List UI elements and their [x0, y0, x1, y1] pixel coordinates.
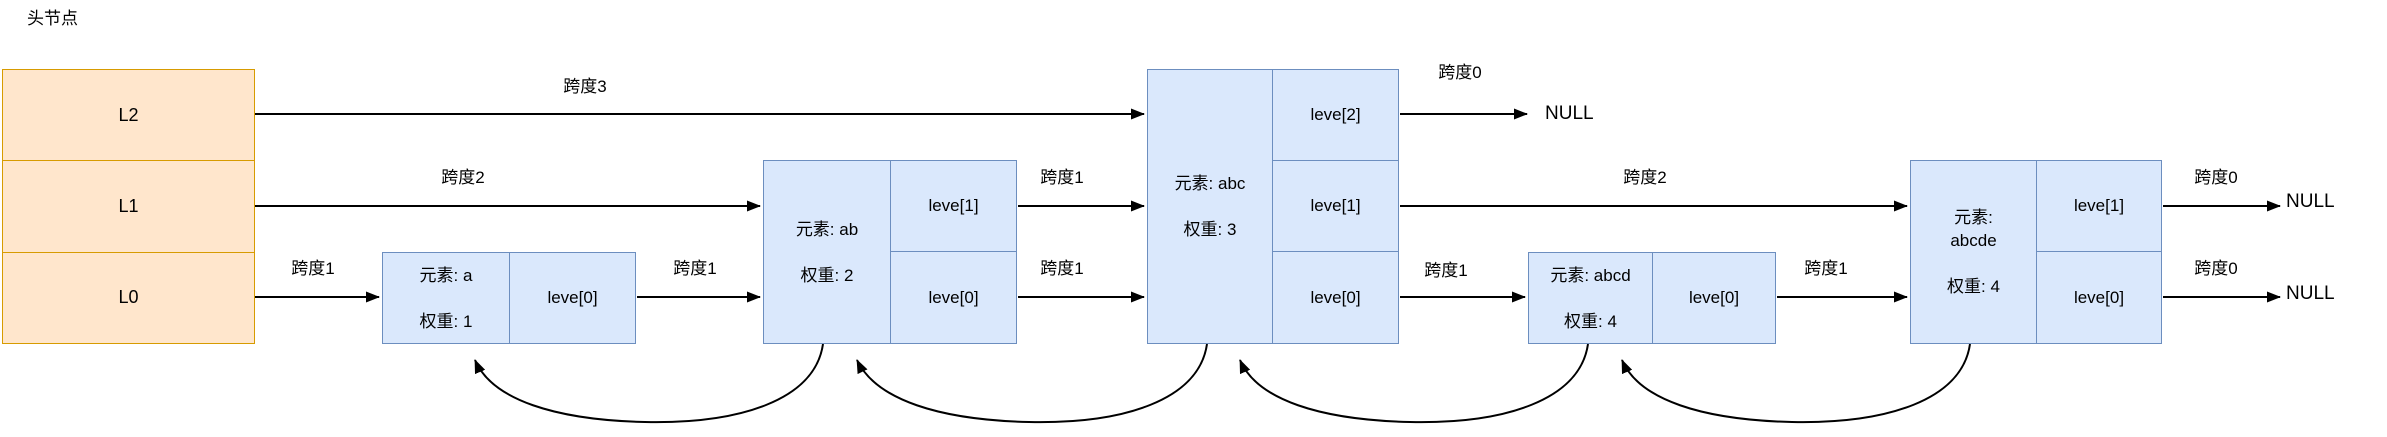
span-label-abcde-l0-kuadu0: 跨度0 — [2194, 259, 2238, 278]
node-a-weight: 权重: 1 — [419, 311, 473, 331]
node-abc-element-cell: 元素: abc 权重: 3 — [1147, 69, 1273, 344]
node-abc-element: 元素: abc — [1174, 174, 1246, 193]
head-node-title: 头节点 — [27, 9, 78, 28]
node-ab-leve0-cell: leve[0] — [890, 251, 1017, 344]
head-level-l0: L0 — [118, 287, 139, 308]
span-label-l1-kuadu2: 跨度2 — [441, 168, 485, 187]
node-ab-weight: 权重: 2 — [800, 265, 854, 285]
node-abc-weight: 权重: 3 — [1183, 220, 1237, 239]
span-label-ab-l1-kuadu1: 跨度1 — [1040, 168, 1084, 187]
node-ab-leve1-cell: leve[1] — [890, 160, 1017, 252]
span-label-ab-l0-kuadu1: 跨度1 — [1040, 259, 1084, 278]
node-a-element-cell: 元素: a 权重: 1 — [382, 252, 510, 344]
node-abcde-element: 元素: abcde — [1950, 208, 1997, 250]
head-node-box: L2 L1 L0 — [2, 69, 255, 344]
node-abcd-leve0-cell: leve[0] — [1652, 252, 1776, 344]
node-abc: 元素: abc 权重: 3 leve[2] leve[1] leve[0] — [1147, 69, 1399, 344]
span-label-abc-l2-kuadu0: 跨度0 — [1438, 63, 1482, 82]
span-label-l0-kuadu1: 跨度1 — [291, 259, 335, 278]
node-abcd-weight: 权重: 4 — [1564, 311, 1617, 331]
null-terminal-middle: NULL — [2286, 191, 2335, 212]
node-ab: 元素: ab 权重: 2 leve[1] leve[0] — [763, 160, 1017, 344]
node-abcde-element-cell: 元素: abcde 权重: 4 — [1910, 160, 2037, 344]
backward-arc-ab-to-a — [474, 343, 824, 424]
span-label-abc-l1-kuadu2: 跨度2 — [1623, 168, 1667, 187]
node-abcd-element-cell: 元素: abcd 权重: 4 — [1528, 252, 1653, 344]
node-abcde-leve1-cell: leve[1] — [2036, 160, 2162, 252]
span-label-abc-l0-kuadu1: 跨度1 — [1424, 261, 1468, 280]
node-a: 元素: a 权重: 1 leve[0] — [382, 252, 636, 344]
span-label-abcd-kuadu1: 跨度1 — [1804, 259, 1848, 278]
span-label-a-kuadu1: 跨度1 — [673, 259, 717, 278]
node-a-levels: leve[0] — [509, 252, 636, 344]
backward-arc-abc-to-ab — [856, 343, 1208, 424]
backward-arc-abcd-to-abc — [1239, 343, 1589, 424]
node-abcde: 元素: abcde 权重: 4 leve[1] leve[0] — [1910, 160, 2162, 344]
span-label-abcde-l1-kuadu0: 跨度0 — [2194, 168, 2238, 187]
node-abcde-leve0-cell: leve[0] — [2036, 251, 2162, 344]
node-abcde-weight: 权重: 4 — [1947, 277, 2000, 296]
node-ab-element: 元素: ab — [795, 219, 859, 239]
null-terminal-top: NULL — [1545, 103, 1594, 124]
backward-arc-abcde-to-abcd — [1621, 343, 1971, 424]
node-a-leve0-cell: leve[0] — [509, 252, 636, 344]
node-ab-element-cell: 元素: ab 权重: 2 — [763, 160, 891, 344]
node-abc-leve0-cell: leve[0] — [1272, 251, 1399, 344]
null-terminal-bottom: NULL — [2286, 283, 2335, 304]
head-level-l1: L1 — [3, 161, 254, 253]
node-abcd-element: 元素: abcd — [1550, 265, 1631, 285]
node-a-element: 元素: a — [419, 265, 473, 285]
span-label-l2-kuadu3: 跨度3 — [563, 77, 607, 96]
node-abc-leve2-cell: leve[2] — [1272, 69, 1399, 161]
node-abc-levels: leve[2] leve[1] leve[0] — [1272, 69, 1399, 344]
node-abcd: 元素: abcd 权重: 4 leve[0] — [1528, 252, 1776, 344]
node-abcde-levels: leve[1] leve[0] — [2036, 160, 2162, 344]
node-abc-leve1-cell: leve[1] — [1272, 160, 1399, 252]
node-abcd-levels: leve[0] — [1652, 252, 1776, 344]
head-level-l2: L2 — [3, 70, 254, 162]
node-ab-levels: leve[1] leve[0] — [890, 160, 1017, 344]
